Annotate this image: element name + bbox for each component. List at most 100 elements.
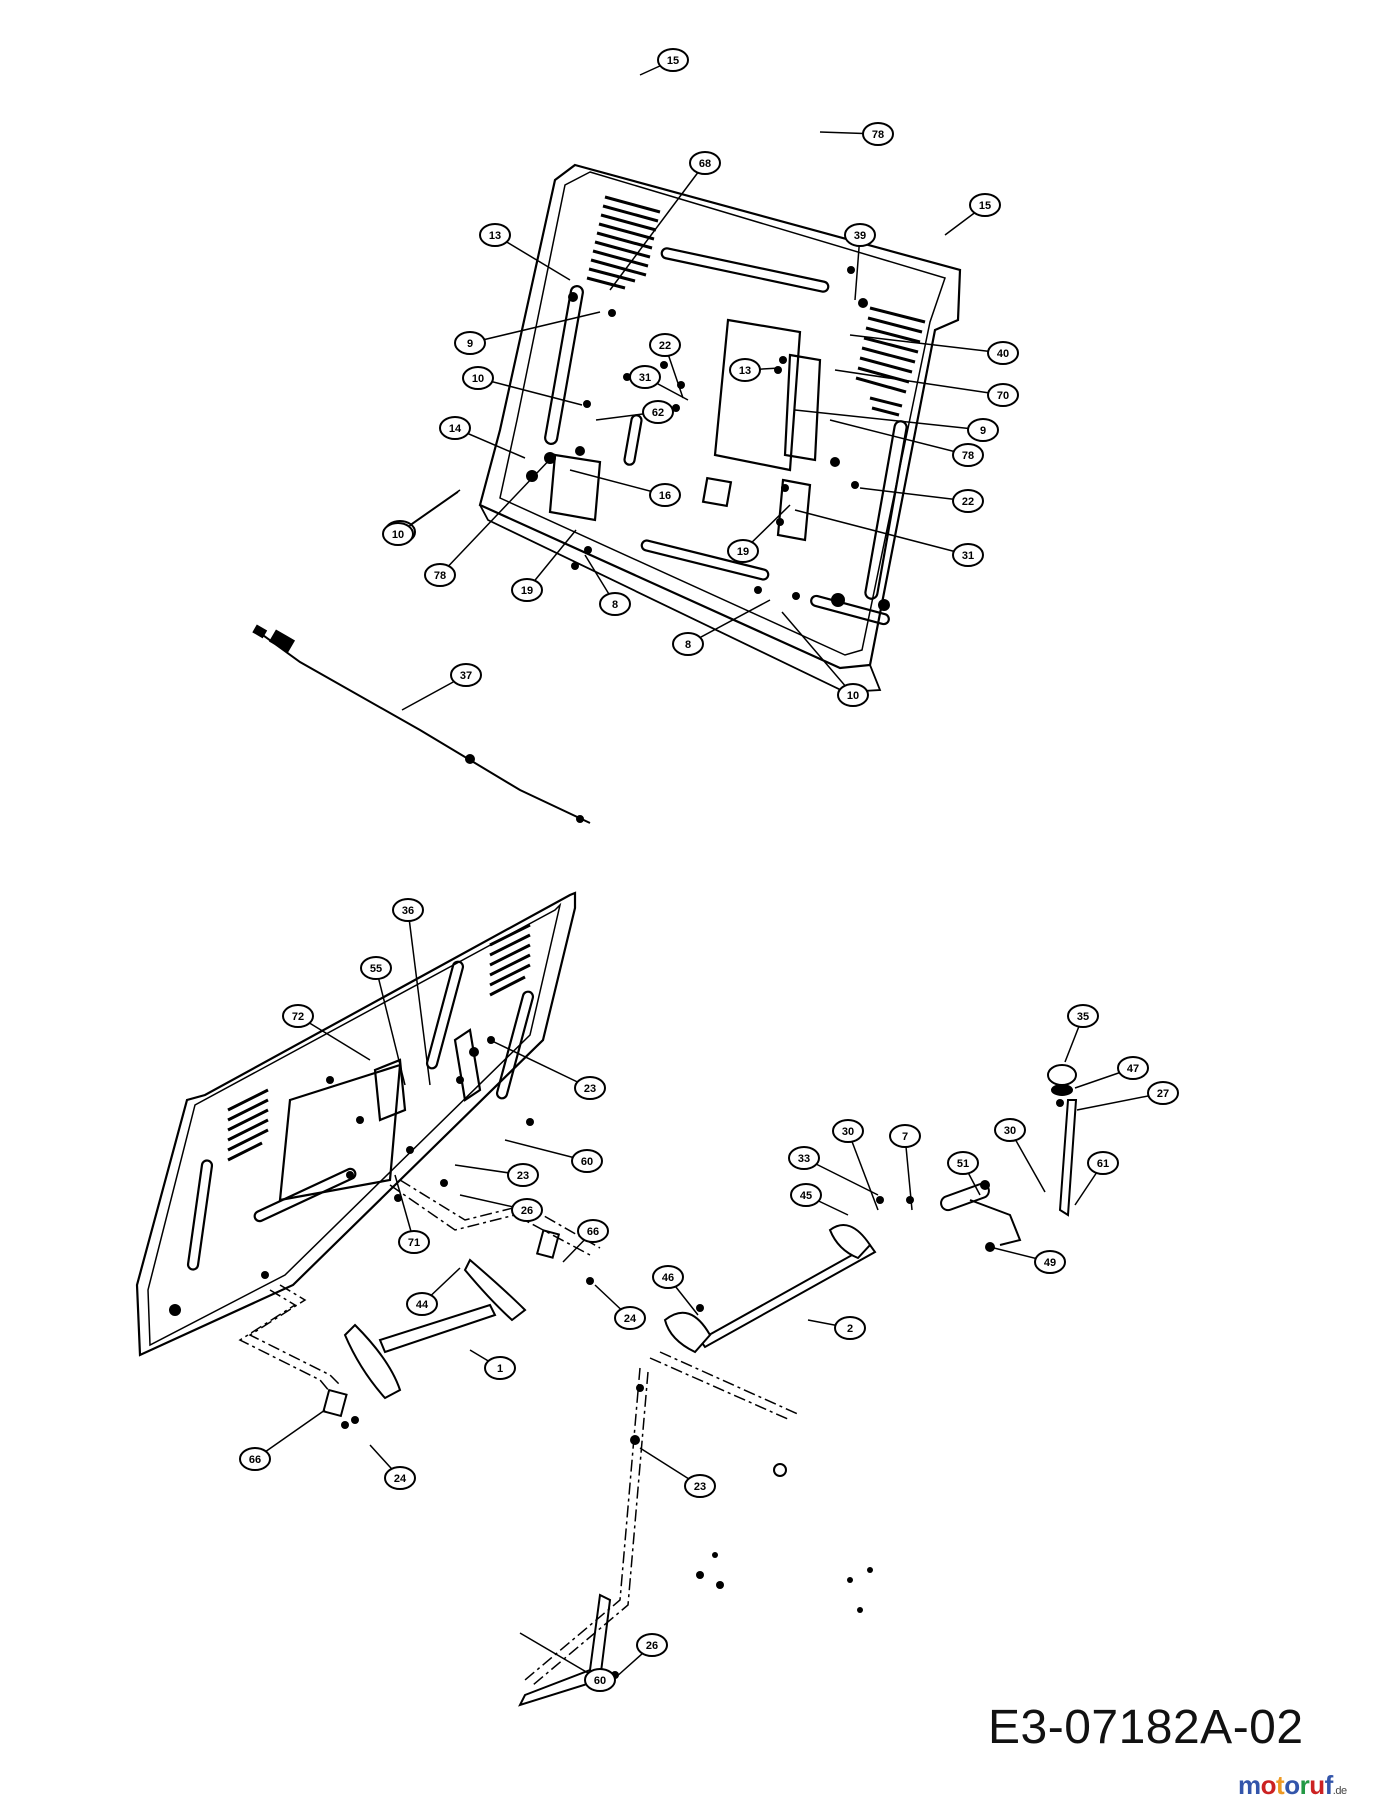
callout-label: 15 (667, 55, 679, 67)
callout-balloon (392, 898, 424, 922)
watermark-tld: .de (1332, 1785, 1347, 1797)
callout-8: 8 (584, 554, 631, 616)
callout-49: 49 (989, 1246, 1066, 1274)
callout-balloon (788, 1146, 820, 1170)
callout-14: 14 (439, 416, 526, 459)
callout-balloon (862, 122, 894, 146)
leader-line (375, 967, 406, 1086)
callout-label: 2 (847, 1323, 853, 1335)
callout-balloon (614, 1306, 646, 1330)
callout-label: 19 (737, 546, 749, 558)
callout-balloon (450, 663, 482, 687)
callout-balloon (837, 683, 869, 707)
callout-balloon (649, 333, 681, 357)
callout-balloon (969, 193, 1001, 217)
callout-label: 13 (489, 230, 501, 242)
lower-dash-panel (135, 891, 801, 1686)
callout-balloon (360, 956, 392, 980)
callout-label: 70 (997, 390, 1009, 402)
callout-balloon (889, 1124, 921, 1148)
leader-line (794, 409, 984, 431)
leader-line (781, 611, 854, 696)
callout-label: 60 (594, 1675, 606, 1687)
callout-balloon (967, 418, 999, 442)
callout-balloon (511, 578, 543, 602)
callout-label: 44 (416, 1299, 429, 1311)
callout-label: 60 (581, 1156, 593, 1168)
callout-balloon (642, 400, 674, 424)
callout-label: 35 (1077, 1011, 1089, 1023)
callout-19: 19 (727, 504, 791, 563)
callout-balloon (511, 1198, 543, 1222)
callout-35: 35 (1064, 1004, 1099, 1063)
leader-line (849, 334, 1004, 354)
callout-label: 7 (902, 1131, 908, 1143)
callout-22: 22 (859, 487, 984, 513)
callout-10: 10 (462, 366, 583, 406)
callout-balloon (282, 1004, 314, 1028)
upper-dash-panel (478, 163, 962, 693)
callout-30: 30 (994, 1118, 1046, 1193)
callout-13: 13 (729, 358, 781, 382)
callout-label: 61 (1097, 1158, 1109, 1170)
leader-line (859, 487, 969, 502)
callout-balloon (1067, 1004, 1099, 1028)
leader-line (489, 1039, 591, 1089)
callout-balloon (484, 1356, 516, 1380)
callout-label: 31 (639, 372, 651, 384)
callout-44: 44 (406, 1267, 461, 1316)
callout-16: 16 (569, 469, 681, 507)
callout-78: 78 (819, 122, 894, 146)
callout-balloon (952, 543, 984, 567)
callout-balloon (439, 416, 471, 440)
callout-23: 23 (639, 1447, 716, 1498)
callout-label: 30 (1004, 1125, 1016, 1137)
callout-label: 39 (854, 230, 866, 242)
callout-33: 33 (788, 1146, 879, 1196)
callout-24: 24 (594, 1284, 646, 1330)
watermark-letter: u (1309, 1770, 1325, 1800)
callout-balloon (629, 365, 661, 389)
callout-label: 1 (497, 1363, 503, 1375)
callout-balloon (239, 1447, 271, 1471)
callout-label: 78 (434, 570, 446, 582)
callout-2: 2 (807, 1316, 866, 1340)
callout-label: 37 (460, 670, 472, 682)
callout-label: 78 (872, 129, 884, 141)
callout-label: 10 (472, 373, 484, 385)
callout-label: 10 (392, 529, 404, 541)
callout-label: 62 (652, 407, 664, 419)
callout-label: 27 (1157, 1088, 1169, 1100)
callout-balloon (599, 592, 631, 616)
callout-balloon (672, 632, 704, 656)
callout-label: 72 (292, 1011, 304, 1023)
callout-balloon (462, 366, 494, 390)
callout-62: 62 (595, 400, 674, 424)
callout-balloon (406, 1292, 438, 1316)
callout-66: 66 (239, 1409, 326, 1471)
callout-balloon (947, 1151, 979, 1175)
callout-balloon (382, 522, 414, 546)
callout-label: 23 (694, 1481, 706, 1493)
cable-harness (252, 624, 591, 824)
callout-label: 15 (979, 200, 991, 212)
linkage-parts (322, 1064, 1078, 1707)
callout-label: 22 (659, 340, 671, 352)
callout-label: 55 (370, 963, 382, 975)
callout-78: 78 (424, 453, 556, 587)
callout-balloon (729, 358, 761, 382)
callout-balloon (987, 383, 1019, 407)
leader-line (439, 453, 556, 576)
leader-line (847, 1130, 879, 1211)
leader-line (834, 369, 1004, 396)
callout-45: 45 (790, 1183, 849, 1216)
callout-label: 8 (685, 639, 691, 651)
callout-label: 49 (1044, 1257, 1056, 1269)
callout-balloon (649, 483, 681, 507)
callout-balloon (987, 341, 1019, 365)
leader-line (469, 311, 601, 344)
callout-layer: 1578681513399224013317010629147822163110… (239, 48, 1179, 1692)
callout-label: 10 (847, 690, 859, 702)
callout-balloon (1034, 1250, 1066, 1274)
